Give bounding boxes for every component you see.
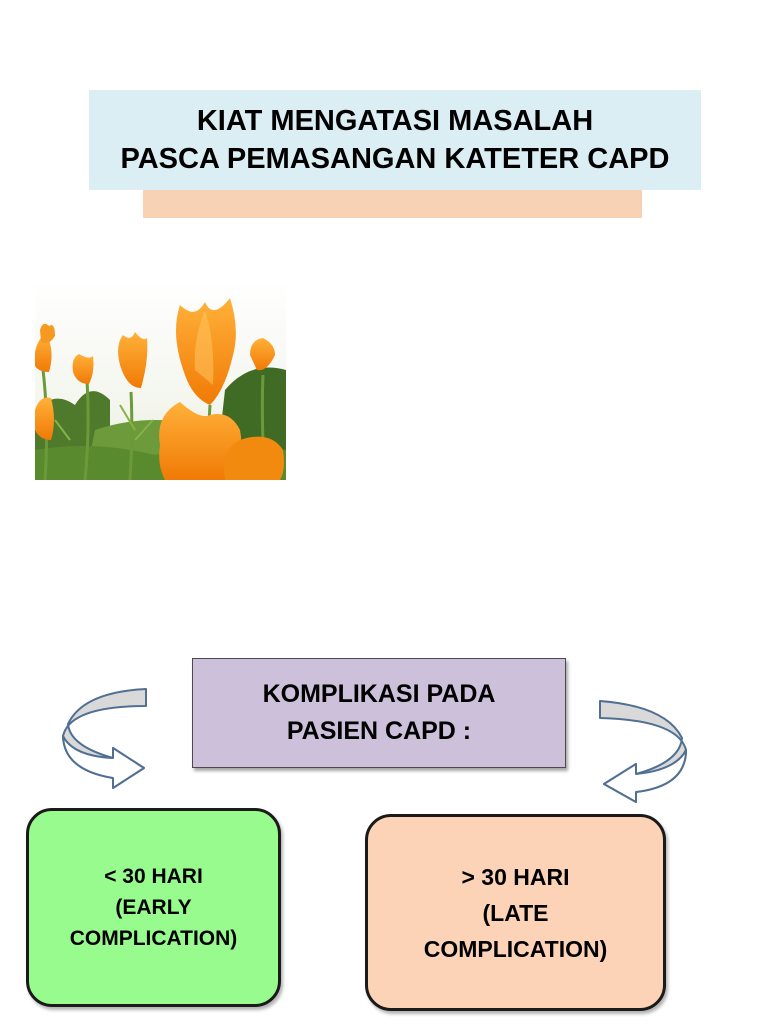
komplikasi-line-1: KOMPLIKASI PADA (262, 680, 496, 708)
title-line-2: PASCA PEMASANGAN KATETER CAPD (120, 143, 670, 175)
early-line-1: < 30 HARI (104, 865, 203, 888)
early-complication-card: < 30 HARI (EARLY COMPLICATION) (26, 808, 281, 1007)
late-line-1: > 30 HARI (461, 863, 570, 890)
komplikasi-box: KOMPLIKASI PADA PASIEN CAPD : (192, 658, 566, 768)
late-line-3: COMPLICATION) (423, 935, 608, 962)
curved-arrow-left-icon (62, 688, 147, 789)
title-line-1: KIAT MENGATASI MASALAH (196, 105, 594, 137)
early-line-2: (EARLY (115, 896, 192, 919)
orange-flowers-photo (35, 280, 286, 480)
early-line-3: COMPLICATION) (69, 927, 238, 950)
curved-arrow-right-icon (599, 700, 687, 803)
page-title: KIAT MENGATASI MASALAH PASCA PEMASANGAN … (89, 90, 701, 190)
title-accent-bar (143, 186, 642, 218)
late-line-2: (LATE (482, 899, 549, 926)
late-complication-card: > 30 HARI (LATE COMPLICATION) (365, 814, 666, 1011)
komplikasi-line-2: PASIEN CAPD : (286, 717, 472, 745)
